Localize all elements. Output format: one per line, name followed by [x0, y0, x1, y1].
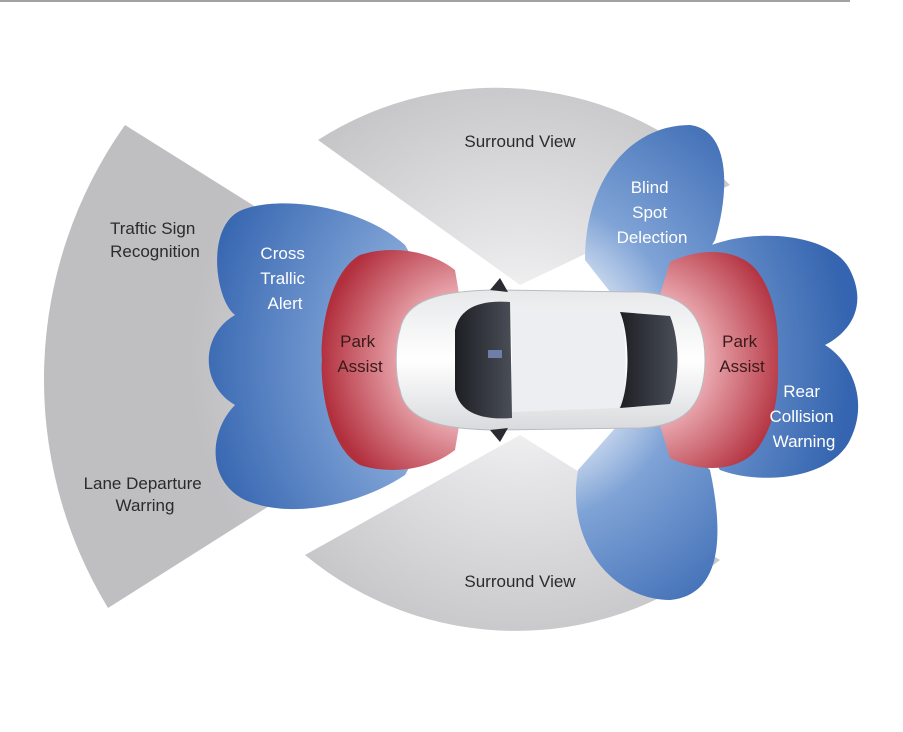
traffic-sign-recognition-label: Traftic Sign Recognition — [110, 219, 200, 261]
surround-view-bottom-zone — [305, 435, 720, 631]
blind-spot-detection-label: Blind Spot Delection — [617, 178, 688, 247]
surround-view-top-label: Surround View — [464, 132, 576, 151]
car-top-view — [395, 278, 706, 442]
lane-departure-warning-label: Lane Departure Warring — [84, 474, 207, 515]
surround-view-bottom-label: Surround View — [464, 572, 576, 591]
park-assist-rear-label: Park Assist — [719, 332, 765, 376]
rear-collision-warning-label: Rear Collision Warning — [770, 382, 839, 451]
cross-traffic-alert-label: Cross Trallic Alert — [260, 244, 309, 313]
surround-view-top-zone — [318, 87, 730, 286]
park-assist-front-label: Park Assist — [337, 332, 383, 376]
